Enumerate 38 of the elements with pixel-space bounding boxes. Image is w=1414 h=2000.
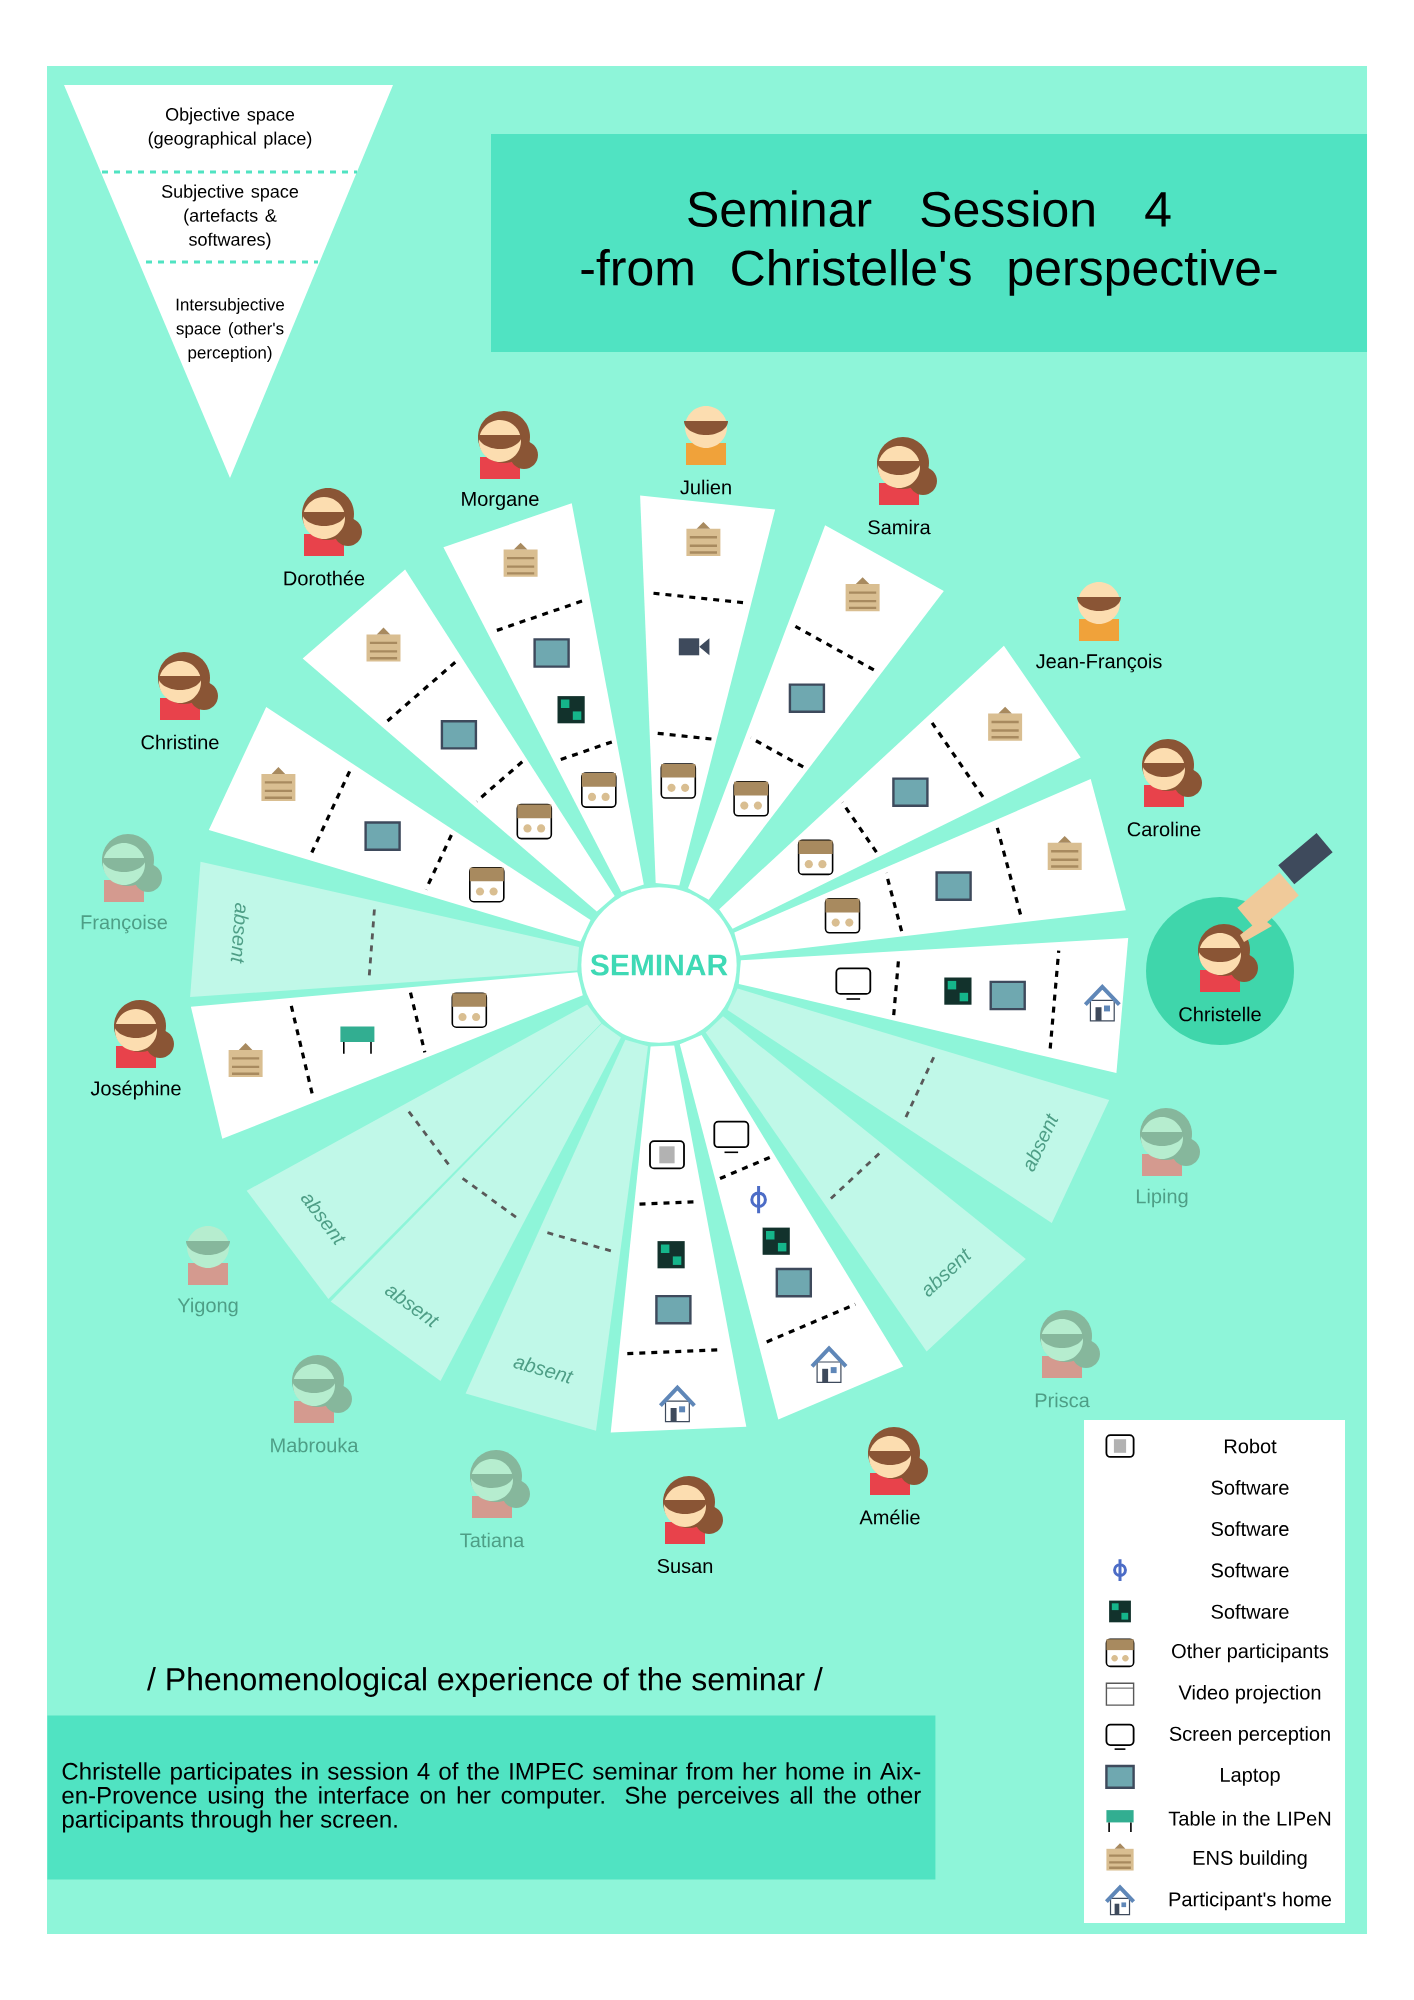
- participant-name: Christine: [141, 734, 219, 750]
- participant-name: Amélie: [859, 1509, 920, 1525]
- participant-name: Joséphine: [90, 1080, 181, 1100]
- heading-text: / Phenomenological experience of the seminar /: [147, 1667, 823, 1697]
- participant-name: Prisca: [1035, 1392, 1090, 1408]
- participant-name: Samira: [868, 519, 931, 535]
- sector-band: absent: [190, 861, 579, 997]
- legend-label: Other participants: [1172, 1643, 1329, 1663]
- participant-name: Christelle: [1179, 1006, 1261, 1022]
- participant-name: Julien: [680, 479, 731, 495]
- legend-label: Table in the LIPeN: [1168, 1810, 1331, 1826]
- participant-name: Dorothée: [284, 570, 365, 586]
- participant-name: Mabrouka: [271, 1437, 359, 1453]
- legend-label: Software: [1211, 1604, 1289, 1619]
- legend-label: Laptop: [1221, 1767, 1280, 1786]
- legend-label: Video projection: [1178, 1684, 1321, 1704]
- participant-name: Caroline: [1127, 821, 1201, 837]
- legend-label: ENS building: [1193, 1850, 1307, 1869]
- legend-label: Robot: [1224, 1438, 1277, 1454]
- participant-name: Liping: [1136, 1188, 1188, 1208]
- participant-name: Yigong: [177, 1297, 238, 1317]
- legend-label: Software: [1211, 1521, 1289, 1537]
- sector-band: [190, 972, 583, 1139]
- participant-name: Susan: [657, 1558, 713, 1574]
- legend-label: Software: [1211, 1480, 1289, 1495]
- legend-label: Participant's home: [1169, 1891, 1332, 1911]
- legend-label: Software: [1211, 1562, 1289, 1578]
- sector-band: absent: [727, 988, 1110, 1223]
- legend-label: Screen perception: [1169, 1726, 1330, 1745]
- participant-name: Jean-François: [1035, 653, 1162, 673]
- title-band: Seminar Session 4 -from Christelle's perspective-: [491, 134, 1367, 352]
- caption-box: Christelle participates in session 4 of the IMPEC seminar from her home in Aix-en-Provence using the interface on her computer. She perceives all the other participants through her screen.: [47, 1715, 936, 1880]
- participant-name: Morgane: [462, 492, 539, 510]
- participant-name: Françoise: [81, 914, 167, 934]
- space-triangle: Objective space (geographical place) Subjective space (artefacts & softwares) Intersubjective space (other's perception): [64, 85, 393, 478]
- participant-name: Tatiana: [460, 1532, 525, 1548]
- sector-band: absent: [465, 1039, 648, 1431]
- node-label: absent: [513, 1357, 574, 1384]
